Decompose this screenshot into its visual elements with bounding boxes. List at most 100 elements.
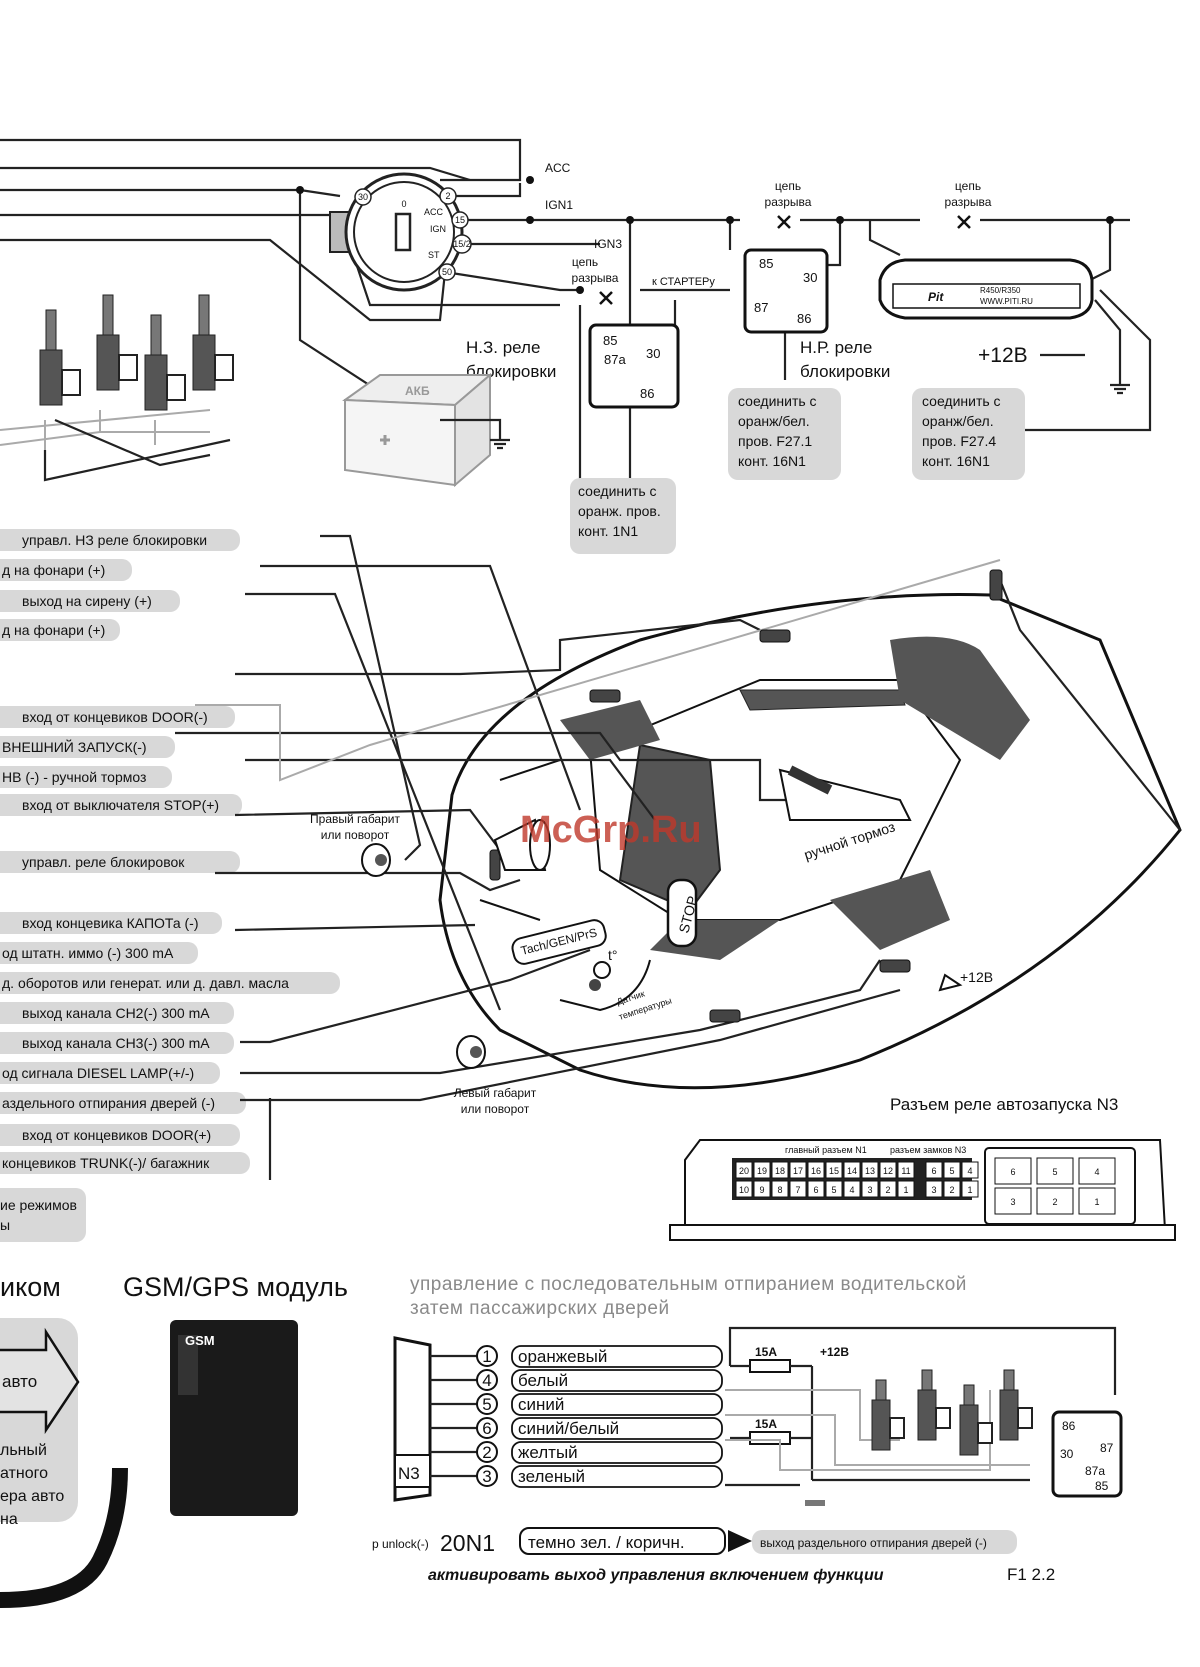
ign3-label: IGN3 (594, 237, 622, 251)
svg-text:87: 87 (754, 300, 768, 315)
svg-text:R450/R350: R450/R350 (980, 286, 1021, 295)
switch-label-acc: ACC (424, 207, 444, 217)
svg-text:управление с последовательным: управление с последовательным отпиранием… (410, 1274, 967, 1295)
svg-text:выход канала CH2(-) 300 mA: выход канала CH2(-) 300 mA (22, 1005, 210, 1021)
svg-text:2: 2 (949, 1185, 954, 1195)
left-label-0: управл. НЗ реле блокировки (0, 529, 240, 551)
connector-pin (771, 1180, 789, 1198)
svg-text:на: на (0, 1511, 18, 1528)
svg-text:8: 8 (777, 1185, 782, 1195)
svg-text:30: 30 (803, 270, 817, 285)
svg-text:N3: N3 (398, 1464, 420, 1483)
svg-text:иком: иком (0, 1272, 61, 1302)
svg-text:11: 11 (901, 1166, 910, 1176)
svg-text:GSM: GSM (185, 1333, 215, 1348)
left-labels: управл. НЗ реле блокировки д на фонари (+… (0, 529, 340, 1174)
lock-actuators-top (0, 294, 234, 482)
svg-text:ы: ы (0, 1217, 10, 1233)
car-wiring (175, 534, 1181, 1180)
alarm-module: Pit R450/R350 WWW.PITI.RU (878, 258, 1094, 320)
svg-text:1: 1 (482, 1347, 491, 1366)
svg-text:концевиков TRUNK(-)/ багажник: концевиков TRUNK(-)/ багажник (2, 1155, 210, 1171)
ignition-switch: 0 ACC IGN ST 30 2 15 15/2 50 (329, 172, 472, 292)
svg-text:Pit: Pit (928, 290, 944, 304)
svg-text:д. оборотов или генерат. или д: д. оборотов или генерат. или д. давл. ма… (2, 975, 289, 991)
svg-text:15A: 15A (755, 1345, 777, 1359)
svg-text:ера авто: ера авто (0, 1488, 64, 1505)
svg-text:синий/белый: синий/белый (518, 1419, 619, 1438)
svg-text:разрыва: разрыва (572, 271, 619, 285)
n3-pin (1078, 1187, 1116, 1215)
acc-label: ACC (545, 161, 571, 175)
svg-text:пров. F27.4: пров. F27.4 (922, 433, 996, 449)
n3-pin (1036, 1187, 1074, 1215)
connector-pin (961, 1161, 979, 1179)
nc-relay-title1: Н.З. реле (466, 338, 540, 357)
svg-text:86: 86 (640, 386, 654, 401)
svg-text:85: 85 (1095, 1479, 1109, 1493)
svg-text:конт. 16N1: конт. 16N1 (922, 453, 990, 469)
connector-pin (771, 1161, 789, 1179)
svg-text:цепь: цепь (775, 179, 801, 193)
svg-text:оранж/бел.: оранж/бел. (922, 413, 994, 429)
svg-text:выход раздельного отпирания дв: выход раздельного отпирания дверей (-) (760, 1536, 987, 1550)
svg-text:управл. реле блокировок: управл. реле блокировок (22, 854, 185, 870)
svg-text:Правый габарит: Правый габарит (310, 812, 400, 826)
svg-text:86: 86 (797, 311, 811, 326)
car-door-switches (489, 569, 1003, 1023)
svg-text:17: 17 (793, 1166, 803, 1176)
top-wiring (0, 138, 1152, 480)
switch-label-st: ST (428, 250, 440, 260)
svg-text:3: 3 (931, 1185, 936, 1195)
svg-text:ие режимов: ие режимов (0, 1197, 77, 1213)
svg-text:1: 1 (967, 1185, 972, 1195)
connector-pin (735, 1161, 753, 1179)
svg-text:5: 5 (1052, 1167, 1057, 1177)
connector-pin (825, 1161, 843, 1179)
n3-pin (1078, 1157, 1116, 1185)
svg-text:соединить с: соединить с (922, 393, 1001, 409)
svg-text:аздельного отпирания дверей (-: аздельного отпирания дверей (-) (2, 1095, 215, 1111)
break-markers: цепь разрыва цепь разрыва цепь разрыва к… (572, 179, 992, 305)
svg-text:вход от концевиков DOOR(+): вход от концевиков DOOR(+) (22, 1127, 211, 1143)
svg-text:активировать выход управления: активировать выход управления включением… (428, 1567, 884, 1584)
svg-text:4: 4 (967, 1166, 972, 1176)
left-label-7: вход от выключателя STOP(+) (0, 794, 242, 816)
left-label-1: д на фонари (+) (0, 559, 132, 581)
gsm-module: GSM/GPS модуль GSM (0, 1272, 348, 1608)
connector-pin (897, 1161, 915, 1179)
connector-pin (879, 1161, 897, 1179)
svg-text:p unlock(-): p unlock(-) (372, 1537, 429, 1551)
svg-text:85: 85 (603, 333, 617, 348)
svg-text:вход концевика КАПОТа (-): вход концевика КАПОТа (-) (22, 915, 199, 931)
svg-text:18: 18 (775, 1166, 785, 1176)
svg-text:2: 2 (482, 1443, 491, 1462)
connector-pin (735, 1180, 753, 1198)
connector-pin (861, 1180, 879, 1198)
left-label-13: выход канала CH3(-) 300 mA (0, 1032, 234, 1054)
svg-text:соединить с: соединить с (738, 393, 817, 409)
left-label-14: од сигнала DIESEL LAMP(+/-) (0, 1062, 220, 1084)
svg-text:86: 86 (1062, 1419, 1076, 1433)
svg-text:F1 2.2: F1 2.2 (1007, 1565, 1055, 1584)
svg-text:д на фонари (+): д на фонари (+) (2, 622, 105, 638)
connector-pin (843, 1161, 861, 1179)
svg-text:4: 4 (849, 1185, 854, 1195)
svg-text:6: 6 (482, 1419, 491, 1438)
connector-pin (961, 1180, 979, 1198)
no-relay-title1: Н.Р. реле (800, 338, 872, 357)
n3-pin (1036, 1157, 1074, 1185)
svg-text:5: 5 (831, 1185, 836, 1195)
note-f27-4: соединить с оранж/бел. пров. F27.4 конт.… (912, 388, 1025, 480)
svg-text:затем пассажирских дверей: затем пассажирских дверей (410, 1298, 670, 1319)
svg-text:87a: 87a (1085, 1464, 1105, 1478)
right-lamp: Правый габарит или поворот (310, 812, 400, 877)
n3-pin (994, 1187, 1032, 1215)
watermark: McGrp.Ru (520, 809, 702, 851)
pin-15-2: 15/2 (453, 239, 471, 249)
